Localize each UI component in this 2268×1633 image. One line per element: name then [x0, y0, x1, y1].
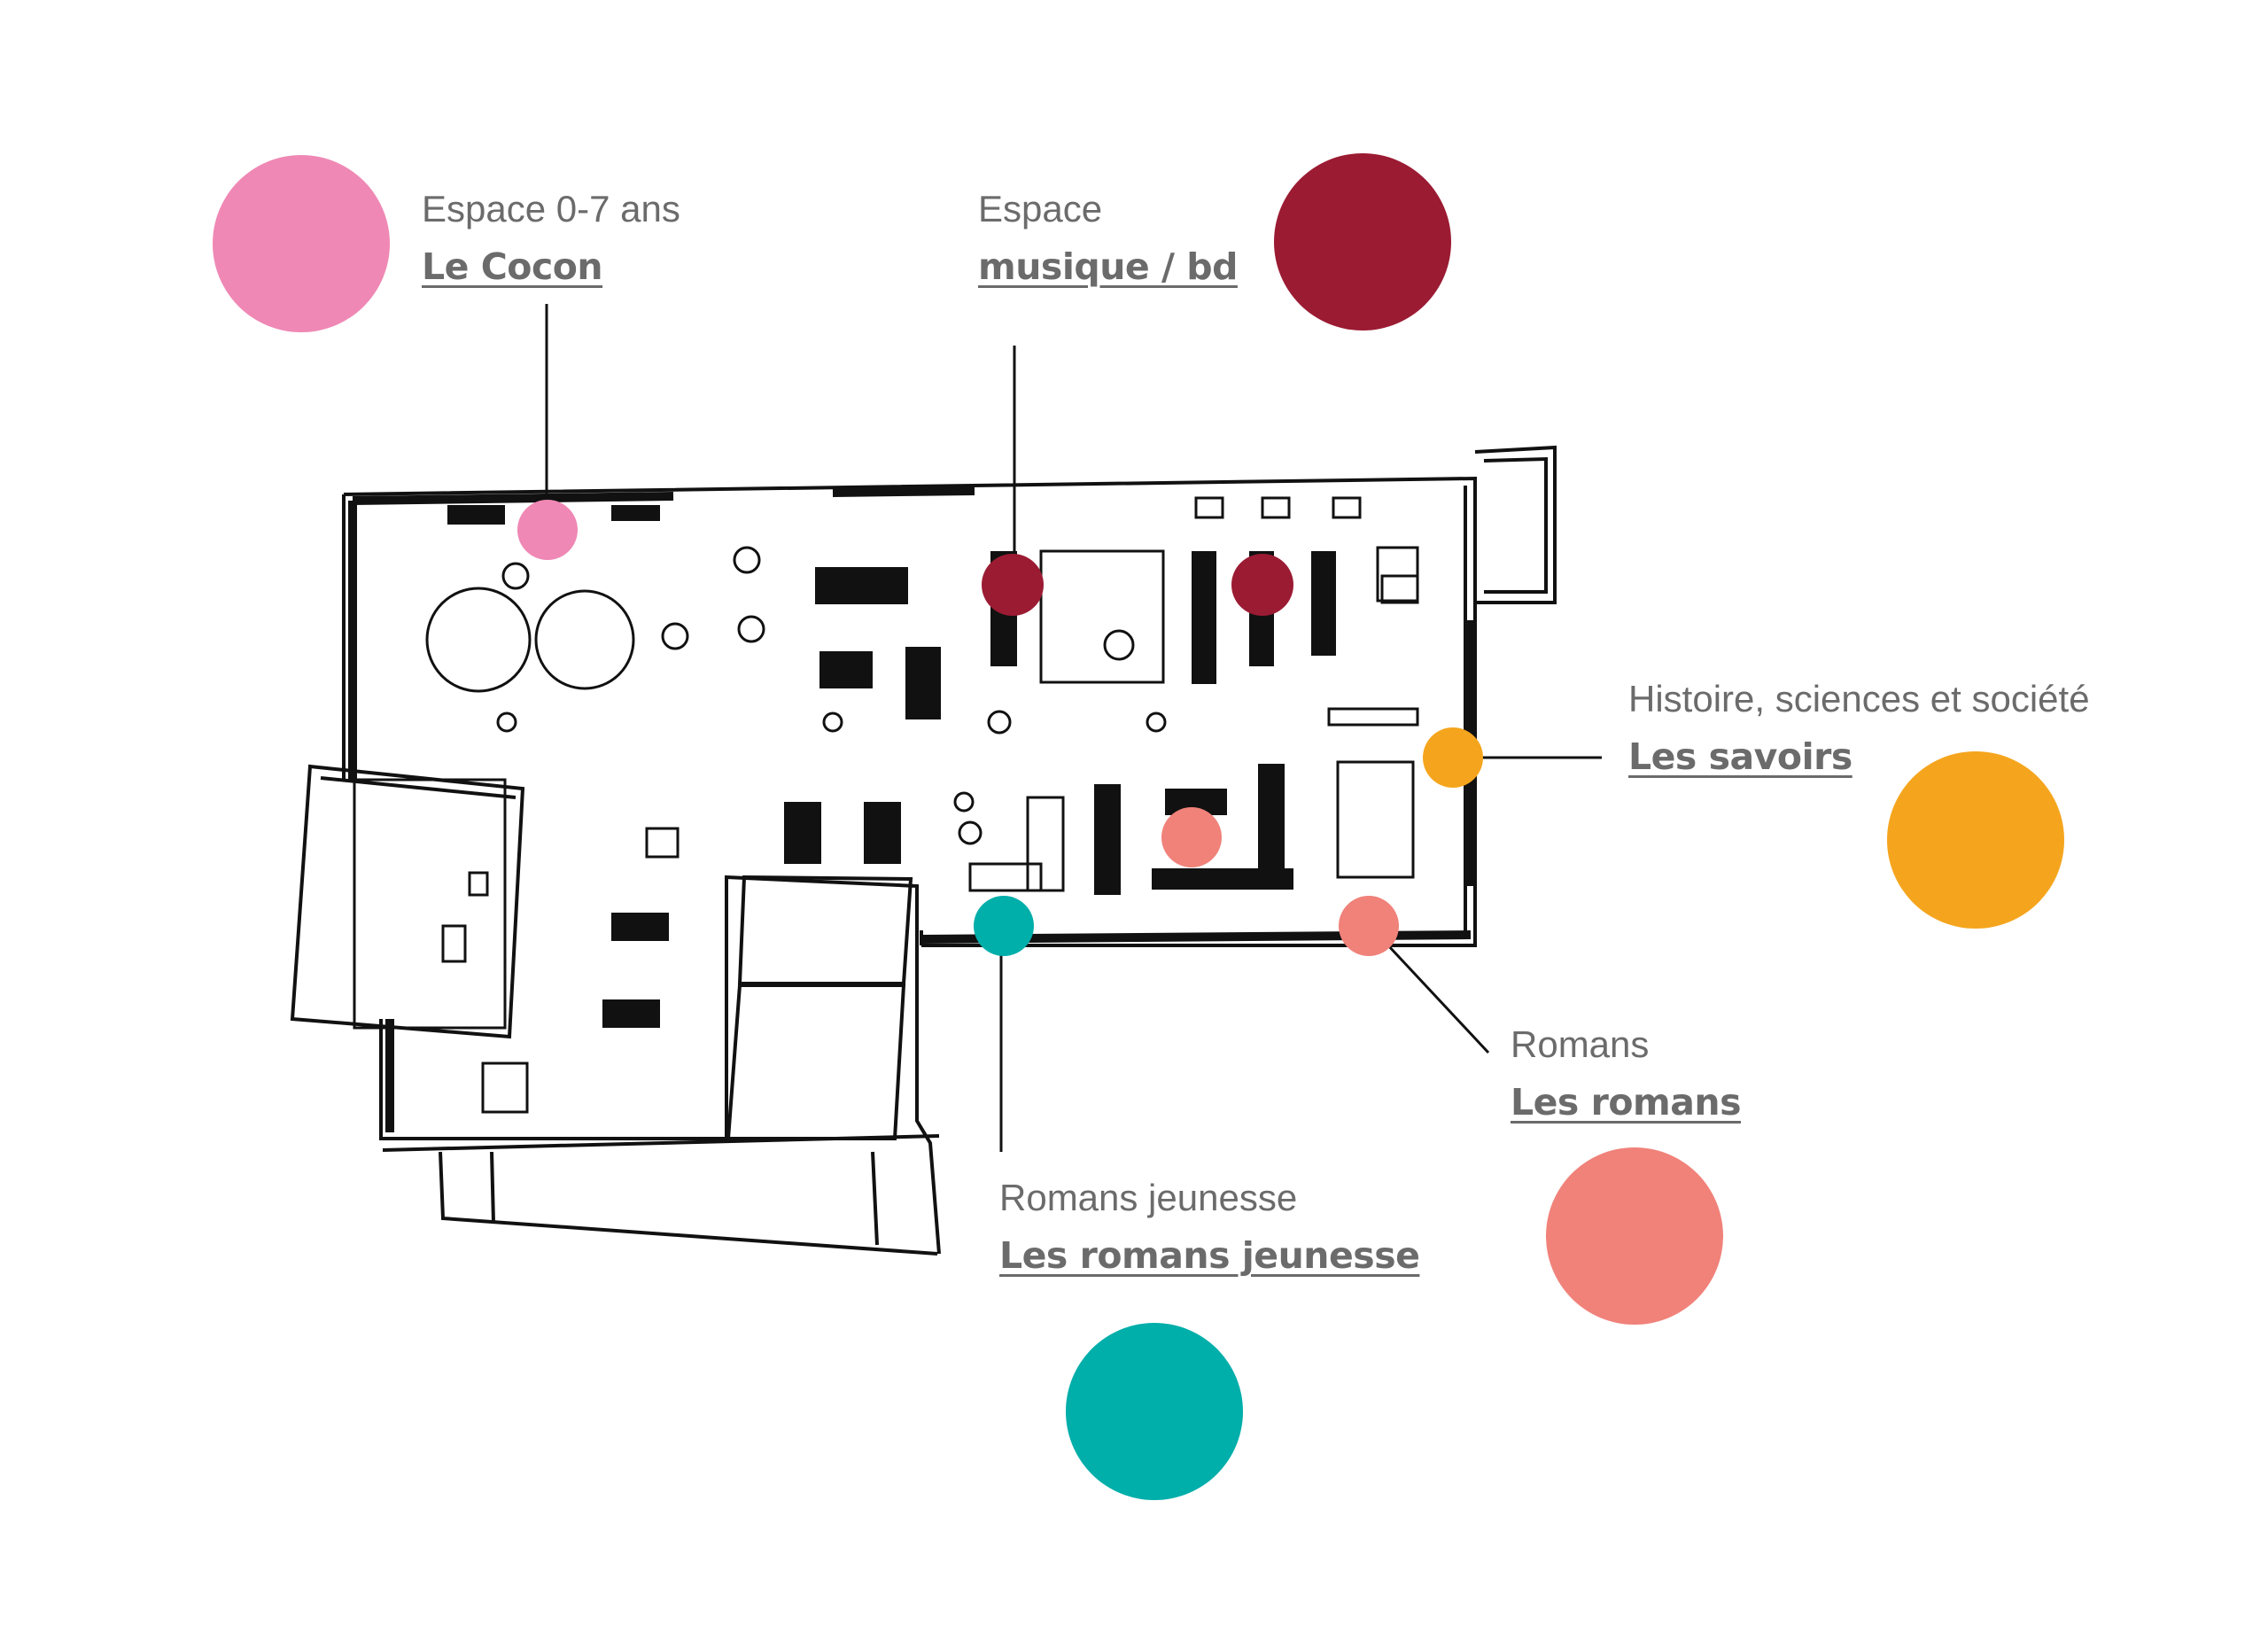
leader-lines [545, 304, 1602, 1152]
zone-link-romans[interactable]: Les romans [1511, 1081, 1741, 1124]
marker-musique-1[interactable] [982, 554, 1044, 616]
zone-subtitle: Espace 0-7 ans [422, 188, 680, 229]
marker-jeunesse[interactable] [974, 896, 1034, 956]
zone-markers [517, 500, 1483, 956]
legend-dot-savoirs [1887, 751, 2064, 929]
legend-dot-jeunesse [1066, 1323, 1243, 1500]
floor-plan-furniture [353, 496, 1419, 1114]
zone-subtitle: Romans [1511, 1023, 1650, 1065]
zone-link-musique[interactable]: musique / bd [978, 245, 1238, 288]
legend-dot-cocon [213, 155, 390, 332]
zone-subtitle: Romans jeunesse [999, 1177, 1298, 1218]
zone-label-jeunesse: Romans jeunesse Les romans jeunesse [999, 1177, 1420, 1277]
zone-label-savoirs: Histoire, sciences et société Les savoir… [1628, 678, 2090, 778]
marker-musique-2[interactable] [1231, 554, 1293, 616]
zone-subtitle: Histoire, sciences et société [1628, 678, 2090, 719]
legend-dot-romans [1546, 1147, 1723, 1325]
zone-link-jeunesse[interactable]: Les romans jeunesse [999, 1234, 1420, 1277]
marker-romans-1[interactable] [1161, 807, 1222, 867]
marker-savoirs[interactable] [1423, 727, 1483, 788]
legend-dot-musique [1274, 153, 1451, 330]
marker-romans-2[interactable] [1339, 896, 1399, 956]
zone-label-musique: Espace musique / bd [978, 188, 1238, 288]
marker-cocon[interactable] [517, 500, 578, 560]
floor-plan-walls [290, 445, 1557, 1256]
zone-subtitle: Espace [978, 188, 1103, 229]
floor-plan-shelves [447, 505, 1336, 1028]
zone-label-cocon: Espace 0-7 ans Le Cocon [422, 188, 680, 288]
zone-label-romans: Romans Les romans [1511, 1023, 1741, 1124]
zone-link-savoirs[interactable]: Les savoirs [1628, 735, 1852, 778]
zone-link-cocon[interactable]: Le Cocon [422, 245, 603, 288]
